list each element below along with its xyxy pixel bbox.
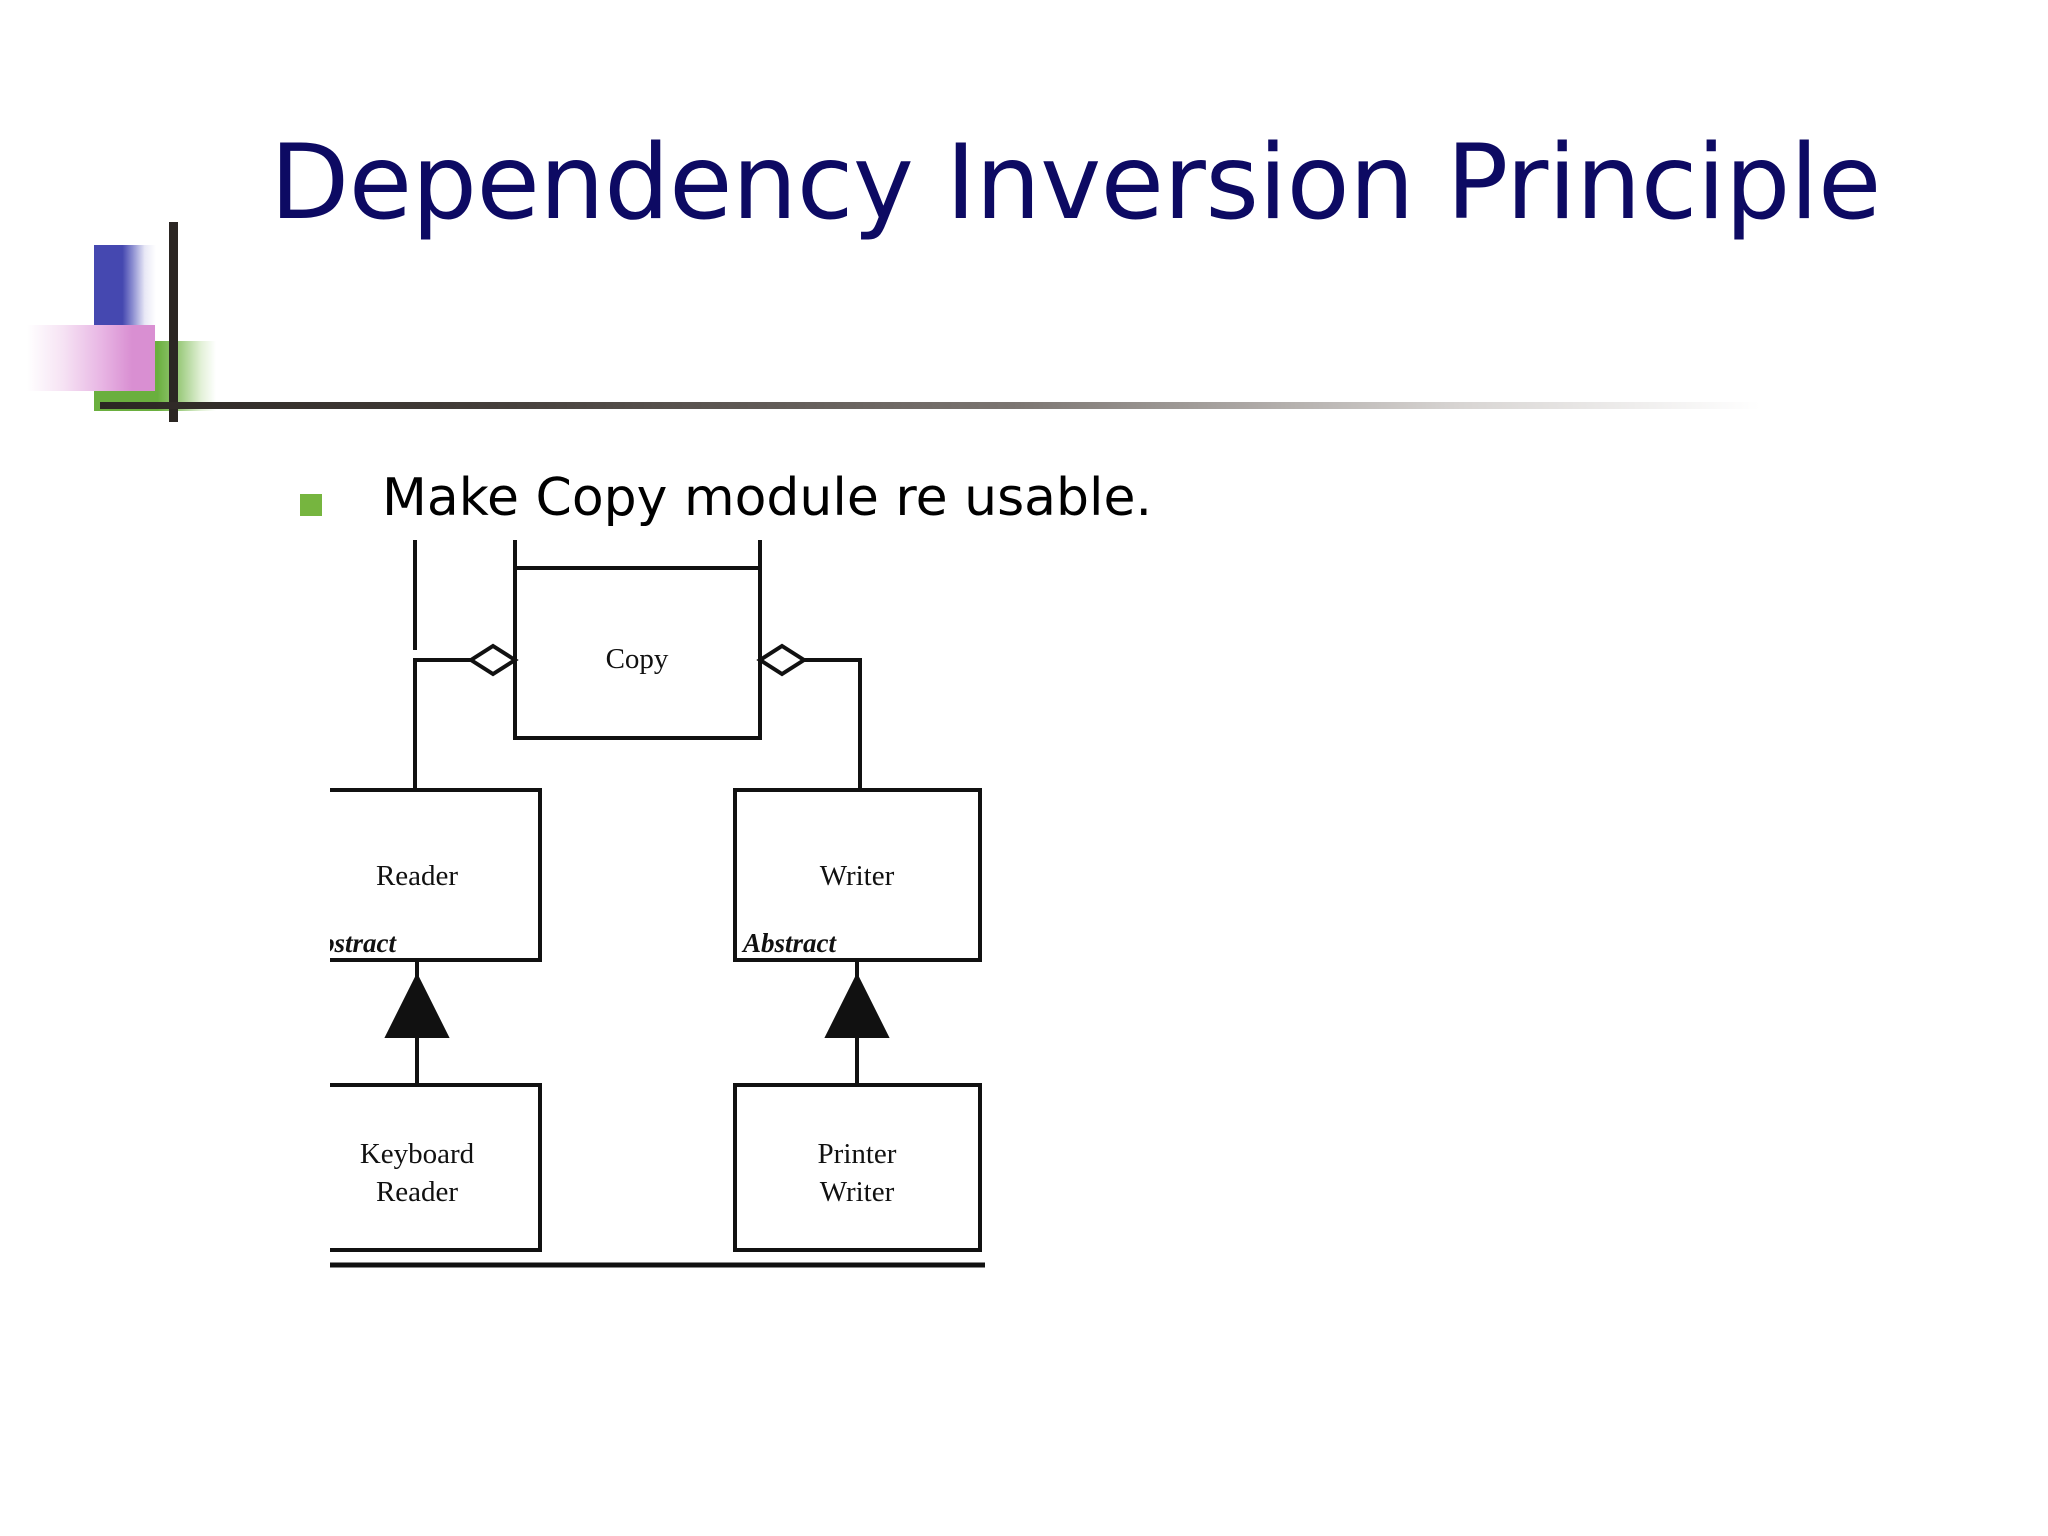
uml-box-copy-main	[513, 566, 762, 740]
hollow-diamond-icon-right	[756, 643, 808, 677]
uml-box-printer-writer-label-line2: Writer	[820, 1176, 895, 1208]
uml-box-printer-writer-label-line1: Printer	[818, 1138, 897, 1170]
aggregation-line-reader	[413, 658, 485, 790]
uml-box-copy-main-label: Copy	[606, 643, 669, 675]
uml-box-keyboard-reader-label-line2: Reader	[376, 1176, 458, 1208]
uml-class-diagram: Copy Copy Reader Abstract Writer Abstrac…	[330, 540, 1350, 1470]
uml-box-reader-label: Reader	[376, 860, 458, 892]
pink-gradient-rectangle-icon	[27, 325, 155, 391]
bullet-item-label: Make Copy module re usable.	[382, 468, 1152, 528]
uml-box-writer-stereotype: Abstract	[741, 928, 838, 958]
aggregation-line-writer	[790, 658, 862, 790]
decorative-logo-cluster	[0, 0, 300, 422]
uml-box-writer-label: Writer	[820, 860, 895, 892]
bullet-list-item: Make Copy module re usable.	[300, 468, 1152, 528]
uml-box-keyboard-reader-label-line1: Keyboard	[360, 1138, 475, 1170]
uml-box-printer-writer	[733, 1083, 982, 1252]
uml-box-reader-stereotype: Abstract	[330, 928, 398, 958]
header-horizontal-rule	[100, 402, 1760, 409]
page-title: Dependency Inversion Principle	[270, 123, 1881, 243]
vertical-bar-divider	[169, 222, 178, 422]
solid-triangle-icon-writer	[824, 972, 890, 1038]
hollow-diamond-icon-left	[467, 643, 519, 677]
green-square-bullet-icon	[300, 494, 322, 516]
solid-triangle-icon-reader	[384, 972, 450, 1038]
uml-box-keyboard-reader	[330, 1083, 542, 1252]
relation-copy-reader	[413, 540, 417, 650]
